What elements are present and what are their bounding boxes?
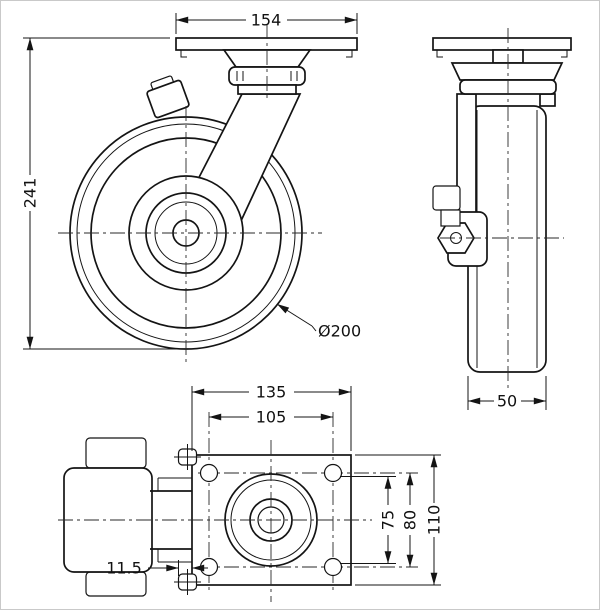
- dim-label-110: 110: [425, 505, 444, 536]
- dim-label-diameter-200: Ø200: [318, 322, 361, 341]
- edge-bolt-bottom: [174, 569, 201, 595]
- brake-lever-side: [432, 185, 461, 211]
- dim-overall-height: 241: [21, 37, 182, 350]
- bolt-hole-top-right: [323, 463, 343, 483]
- dim-plate-length: 135: [191, 383, 352, 451]
- dim-bolt-pitch-x: 105: [208, 408, 334, 427]
- brake-tab: [146, 75, 190, 119]
- dim-label-105: 105: [256, 408, 287, 427]
- front-view: [58, 24, 358, 364]
- dim-label-135: 135: [256, 383, 287, 402]
- axle-hex-nut: [437, 222, 475, 254]
- side-view: [432, 28, 572, 392]
- dim-bolt-pitch-y-min: 75: [340, 476, 398, 564]
- edge-bolt-top: [174, 444, 201, 470]
- fork-leg-far-stub: [539, 93, 556, 107]
- swivel-cone-side: [450, 62, 564, 81]
- leader-wheel-diameter: Ø200: [276, 303, 361, 341]
- dim-plate-width: 110: [355, 454, 444, 586]
- brake-pedal-top: [85, 437, 147, 469]
- dim-bolt-pitch-y-max: 80: [401, 472, 420, 568]
- dim-wheel-width: 50: [467, 376, 547, 411]
- fork-yoke-plan: [157, 477, 192, 563]
- bolt-hole-top-left: [199, 463, 219, 483]
- brake-cam-side: [440, 209, 461, 227]
- bearing-ticks-front: [236, 71, 298, 81]
- dim-label-50: 50: [497, 392, 517, 411]
- dim-label-11-5: 11.5: [106, 559, 142, 578]
- dim-edge-offset: 11.5: [106, 559, 208, 578]
- bolt-hole-bottom-right: [323, 557, 343, 577]
- bolt-hole-bottom-left: [199, 557, 219, 577]
- plate-edge-tabs-side: [436, 50, 568, 58]
- top-plate-side: [432, 37, 572, 51]
- plan-view: [58, 412, 418, 602]
- dim-label-80: 80: [401, 510, 420, 530]
- dim-label-154: 154: [251, 11, 282, 30]
- dim-plate-span: 154: [175, 11, 358, 34]
- dim-label-241: 241: [21, 178, 40, 209]
- brake-tab-body: [146, 79, 190, 119]
- plate-edge-tabs-front: [180, 50, 353, 58]
- top-plate-front: [175, 37, 358, 51]
- dim-label-75: 75: [379, 510, 398, 530]
